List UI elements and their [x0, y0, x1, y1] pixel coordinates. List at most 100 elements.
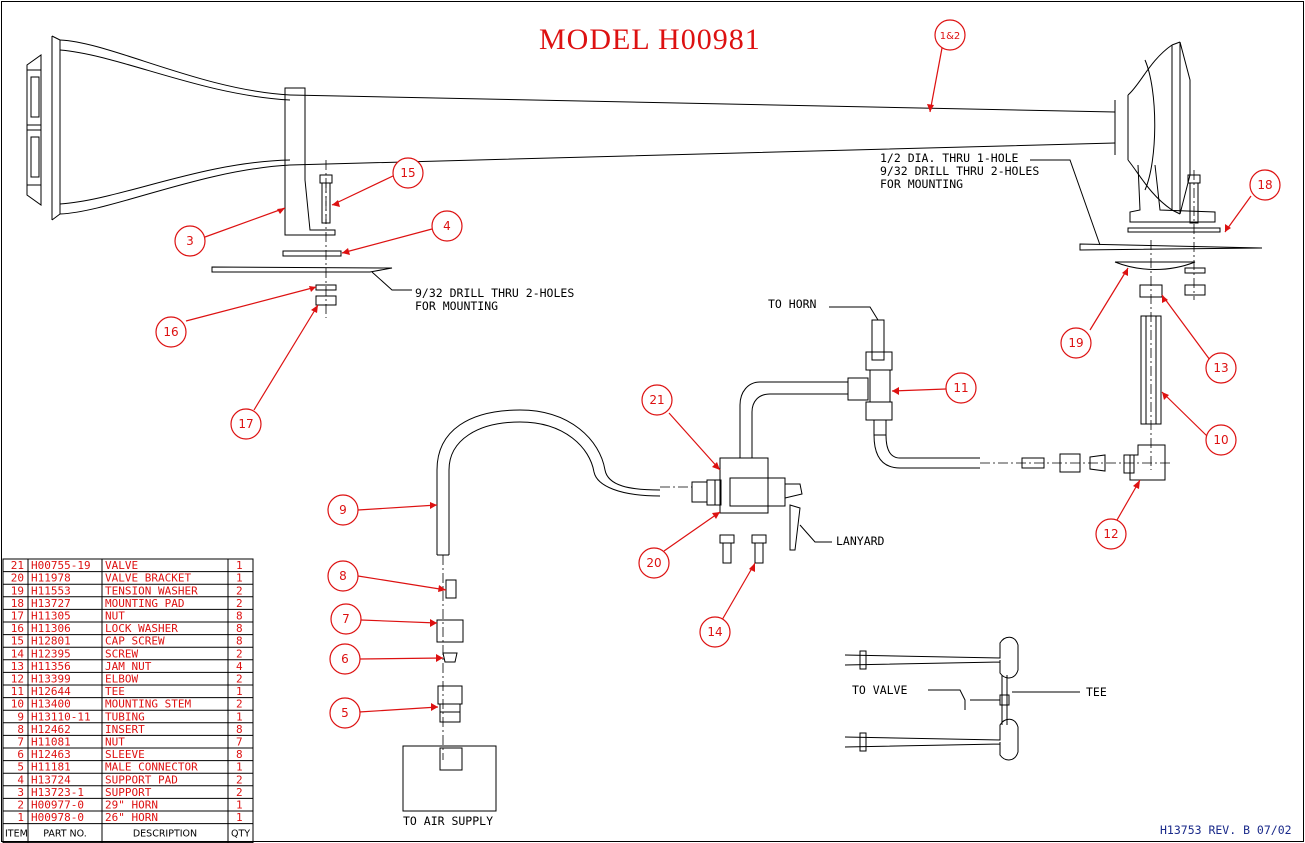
bom-header-cell: DESCRIPTION: [133, 829, 197, 840]
bom-row: 14 H12395 SCREW 2: [11, 647, 243, 660]
svg-text:21: 21: [649, 393, 664, 407]
note-right-mount-3: FOR MOUNTING: [880, 177, 963, 191]
note-to-valve: TO VALVE: [852, 683, 907, 697]
callout-bubble-16: 16: [155, 316, 187, 348]
bom-cell: H11306: [31, 622, 71, 635]
bom-cell: H13724: [31, 773, 71, 786]
svg-text:9: 9: [339, 503, 347, 517]
bom-cell: 2: [17, 799, 24, 812]
bom-cell: H11553: [31, 584, 71, 597]
bom-cell: 2: [236, 786, 243, 799]
callout-bubble-17: 17: [230, 408, 262, 440]
bom-cell: 11: [11, 685, 24, 698]
bom-cell: H13399: [31, 673, 71, 686]
bom-cell: 1: [17, 811, 24, 824]
svg-text:14: 14: [707, 625, 722, 639]
bom-cell: H11356: [31, 660, 71, 673]
bom-cell: H12395: [31, 647, 71, 660]
bom-cell: 13: [11, 660, 24, 673]
callout-bubble-19: 19: [1060, 327, 1092, 359]
bom-cell: INSERT: [105, 723, 145, 736]
bom-cell: 1: [236, 559, 243, 572]
callout-bubble-5: 5: [329, 697, 361, 729]
bom-cell: 1: [236, 710, 243, 723]
bom-cell: 1: [236, 799, 243, 812]
bom-cell: 5: [17, 761, 24, 774]
bom-cell: 2: [236, 647, 243, 660]
bom-cell: H13727: [31, 597, 71, 610]
callout-bubble-12: 12: [1095, 518, 1127, 550]
bom-cell: 1: [236, 685, 243, 698]
bom-header-cell: QTY: [231, 829, 250, 840]
bom-cell: 8: [236, 748, 243, 761]
bom-header-cell: PART NO.: [43, 829, 87, 840]
bom-cell: H12644: [31, 685, 71, 698]
note-to-air-supply: TO AIR SUPPLY: [403, 814, 493, 828]
bom-cell: 2: [236, 773, 243, 786]
bom-cell: 14: [11, 647, 25, 660]
bom-cell: H12462: [31, 723, 71, 736]
bom-cell: 2: [236, 698, 243, 711]
callout-bubble-8: 8: [327, 560, 359, 592]
bom-cell: 15: [11, 635, 24, 648]
callout-bubble-21: 21: [641, 384, 673, 416]
callout-bubble-14: 14: [699, 616, 731, 648]
callout-bubble-13: 13: [1205, 352, 1237, 384]
svg-text:4: 4: [443, 219, 451, 233]
note-right-mount-1: 1/2 DIA. THRU 1-HOLE: [880, 151, 1019, 165]
bom-cell: 8: [236, 635, 243, 648]
callout-bubble-1-2: 1&2: [934, 19, 966, 51]
svg-text:8: 8: [339, 569, 347, 583]
bom-cell: TENSION WASHER: [105, 584, 198, 597]
bom-cell: H13723-1: [31, 786, 84, 799]
bom-cell: 9: [17, 710, 24, 723]
bom-cell: 6: [17, 748, 24, 761]
bom-cell: 12: [11, 673, 24, 686]
callout-bubble-15: 15: [392, 157, 424, 189]
bom-cell: JAM NUT: [105, 660, 152, 673]
svg-text:7: 7: [342, 612, 350, 626]
bom-cell: H12463: [31, 748, 71, 761]
bom-cell: 10: [11, 698, 24, 711]
callout-bubble-10: 10: [1205, 424, 1237, 456]
bom-cell: H00978-0: [31, 811, 84, 824]
horn-assembly: [26, 35, 1263, 481]
bom-cell: ELBOW: [105, 673, 138, 686]
bom-cell: 17: [11, 610, 24, 623]
drawing-title: MODEL H00981: [539, 23, 761, 56]
svg-text:10: 10: [1213, 433, 1228, 447]
bom-cell: 2: [236, 597, 243, 610]
bom-cell: SCREW: [105, 647, 138, 660]
bom-cell: 3: [17, 786, 24, 799]
bom-cell: NUT: [105, 736, 125, 749]
note-left-mount-2: FOR MOUNTING: [415, 299, 498, 313]
note-to-horn: TO HORN: [768, 297, 817, 311]
svg-text:18: 18: [1257, 178, 1272, 192]
bom-cell: 20: [11, 572, 24, 585]
bom-cell: 8: [17, 723, 24, 736]
bom-cell: VALVE: [105, 559, 138, 572]
bom-cell: H00755-19: [31, 559, 91, 572]
callout-bubble-7: 7: [330, 603, 362, 635]
bom-cell: LOCK WASHER: [105, 622, 178, 635]
bom-cell: H11305: [31, 610, 71, 623]
bom-cell: 7: [17, 736, 24, 749]
svg-text:3: 3: [186, 234, 194, 248]
bom-cell: 29" HORN: [105, 799, 158, 812]
bom-cell: MOUNTING PAD: [105, 597, 184, 610]
bom-cell: 8: [236, 610, 243, 623]
